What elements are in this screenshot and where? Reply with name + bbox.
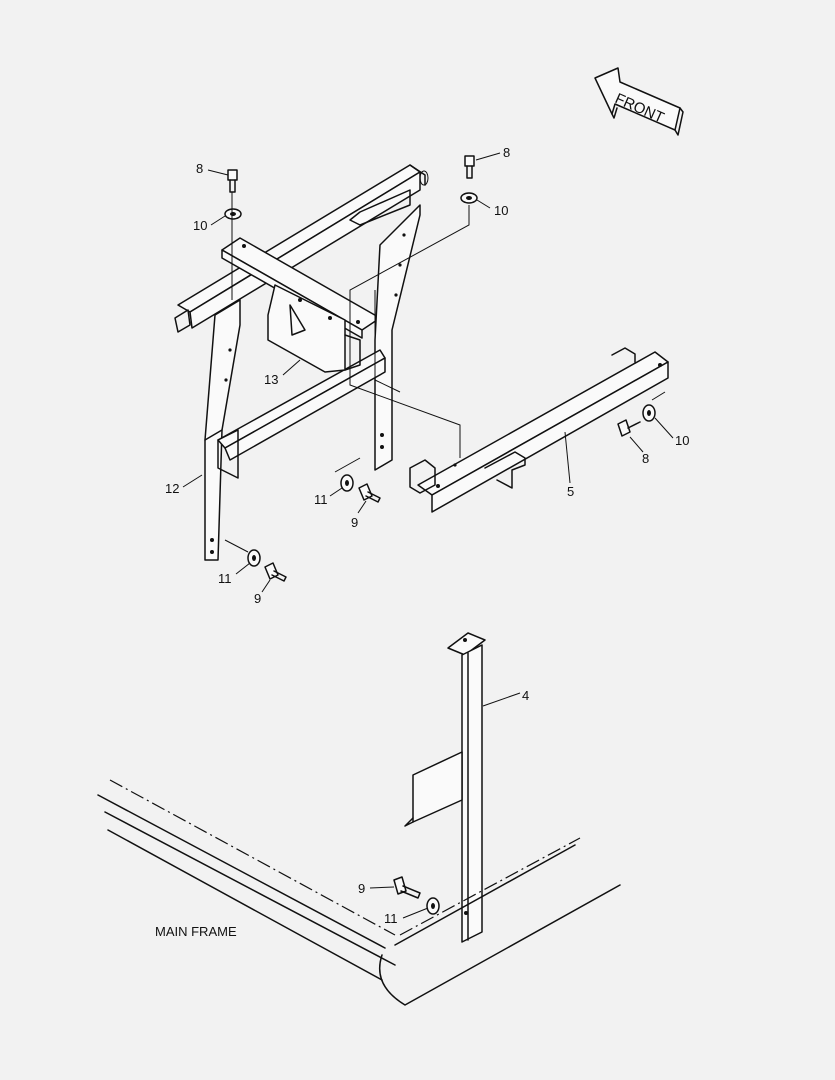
callout-8: 8 <box>642 451 649 466</box>
bolt-icon <box>227 169 238 193</box>
bolt-icon <box>617 419 641 437</box>
callout-9: 9 <box>254 591 261 606</box>
callout-8: 8 <box>196 161 203 176</box>
washer-icon <box>247 549 261 567</box>
callout-9: 9 <box>351 515 358 530</box>
upper-frame-assembly <box>174 164 429 561</box>
main-frame <box>97 779 621 1006</box>
callout-10: 10 <box>193 218 207 233</box>
bolt-icon <box>393 876 421 899</box>
washer-icon <box>642 404 656 422</box>
leader-lines <box>182 152 674 919</box>
callout-8: 8 <box>503 145 510 160</box>
callout-11: 11 <box>314 492 328 507</box>
support-post <box>404 632 486 943</box>
washer-icon <box>224 208 242 220</box>
callout-10: 10 <box>675 433 689 448</box>
callout-12: 12 <box>165 481 179 496</box>
washer-icon <box>460 192 478 204</box>
callout-5: 5 <box>567 484 574 499</box>
callout-4: 4 <box>522 688 529 703</box>
callout-10: 10 <box>494 203 508 218</box>
front-arrow-icon <box>594 67 684 136</box>
bolt-icon <box>464 155 475 179</box>
cross-beam <box>409 347 669 513</box>
main-frame-label: MAIN FRAME <box>155 924 237 939</box>
callout-13: 13 <box>264 372 278 387</box>
callout-11: 11 <box>218 571 232 586</box>
washer-icon <box>426 897 440 915</box>
assembly-guide-lines <box>224 192 666 553</box>
bolt-icon <box>264 562 287 582</box>
washer-icon <box>340 474 354 492</box>
callout-9: 9 <box>358 881 365 896</box>
bolt-icon <box>358 483 381 503</box>
callout-11: 11 <box>384 911 398 926</box>
